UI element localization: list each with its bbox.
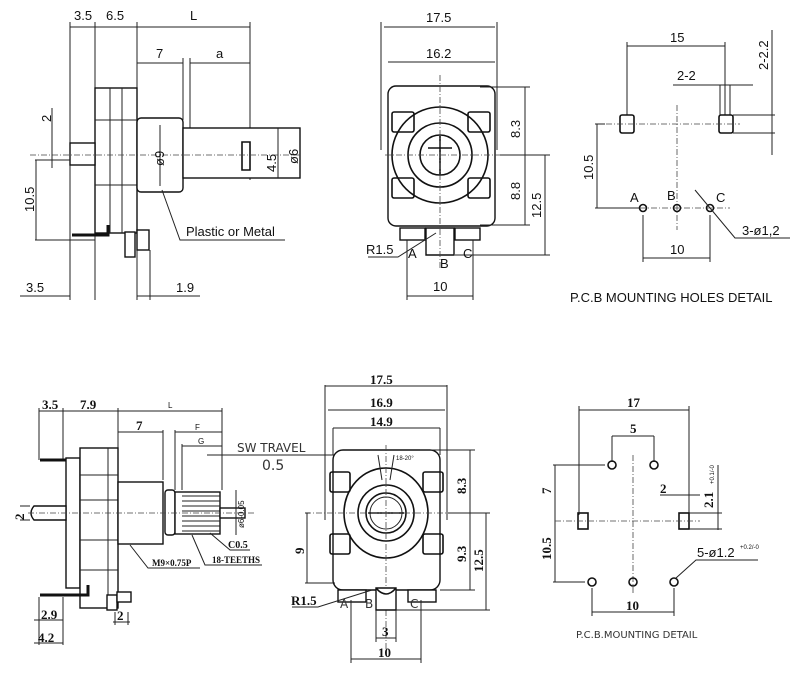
hole-spec: 3-ø1,2 bbox=[742, 223, 780, 238]
dim-label: 12.5 bbox=[529, 193, 544, 218]
pin-label-a: A bbox=[408, 246, 417, 261]
dim-label: 10.5 bbox=[581, 155, 596, 180]
pin-label-a: A bbox=[340, 597, 349, 611]
dim-label: 2.1 bbox=[701, 492, 716, 508]
dim-label: 2 bbox=[39, 115, 54, 122]
dim-label: a bbox=[216, 46, 224, 61]
dim-label: 7.9 bbox=[80, 397, 97, 412]
dim-label: 10.5 bbox=[539, 537, 554, 560]
dim-label: 7 bbox=[156, 46, 163, 61]
pin-label-b: B bbox=[440, 256, 449, 271]
detail-caption: P.C.B MOUNTING HOLES DETAIL bbox=[570, 290, 773, 305]
dim-label: 6.5 bbox=[106, 8, 124, 23]
dim-label: 10 bbox=[378, 645, 391, 660]
thread-label: M9×0.75P bbox=[152, 558, 192, 568]
dim-label: 9.3 bbox=[454, 545, 469, 562]
angle-label: 18-20° bbox=[396, 456, 414, 462]
dim-label: 17.5 bbox=[370, 372, 393, 387]
dim-label: 3.5 bbox=[74, 8, 92, 23]
tolerance-label: +0.2/-0 bbox=[740, 545, 760, 551]
material-note: Plastic or Metal bbox=[186, 224, 275, 239]
pin-label-b: B bbox=[667, 188, 676, 203]
dim-label: 9 bbox=[292, 547, 307, 554]
dim-label: 2 bbox=[117, 608, 124, 623]
dim-label: 2 bbox=[12, 514, 27, 521]
dim-label: 10 bbox=[433, 279, 447, 294]
pin-label-c: C bbox=[463, 246, 472, 261]
sw-travel-label: SW TRAVEL bbox=[237, 441, 306, 455]
dim-label: 10 bbox=[626, 598, 639, 613]
dim-label: 3 bbox=[382, 624, 389, 639]
pin-label-b: B bbox=[365, 597, 373, 611]
shaft-diameter: ø6-0.05 bbox=[237, 500, 246, 528]
dim-label: F bbox=[195, 423, 200, 432]
top-pcb-holes-detail: 15 2-2 2-2.2 10.5 A B C 3-ø1,2 10 P.C.B … bbox=[570, 30, 790, 305]
teeth-label: 18-TEETHS bbox=[212, 555, 260, 565]
radius-label: R1.5 bbox=[291, 593, 317, 608]
knurl-teeth bbox=[182, 495, 220, 532]
dim-label: 1.9 bbox=[176, 280, 194, 295]
bottom-front-view: 17.5 16.9 14.9 18-20° 9 8.3 9.3 12.5 R1.… bbox=[291, 372, 490, 663]
dim-label: 10.5 bbox=[22, 187, 37, 212]
dim-label: 17 bbox=[627, 395, 641, 410]
dim-label: 16.9 bbox=[370, 395, 393, 410]
tolerance-label: +0.1/-0 bbox=[710, 464, 716, 484]
detail-caption: P.C.B.MOUNTING DETAIL bbox=[576, 630, 698, 641]
dim-label: ø9 bbox=[152, 151, 167, 166]
dim-label: 4.2 bbox=[38, 630, 54, 645]
bottom-pcb-mounting-detail: 17 5 7 2 2.1 +0.1/-0 10.5 5-ø1.2 +0.2/-0… bbox=[539, 395, 760, 641]
dim-label: 15 bbox=[670, 30, 684, 45]
pin-label-a: A bbox=[630, 190, 639, 205]
dim-label: 2 bbox=[660, 481, 667, 496]
dim-label: 10 bbox=[670, 242, 684, 257]
dim-label: 12.5 bbox=[471, 549, 486, 572]
bottom-side-view: 3.5 7.9 L 7 F G SW TRAVEL 0.5 2 ø6-0.05 … bbox=[12, 397, 340, 645]
dim-label: 16.2 bbox=[426, 46, 451, 61]
dim-label: 8.8 bbox=[508, 182, 523, 200]
dim-label: L bbox=[190, 8, 197, 23]
pin-label-c: C bbox=[410, 597, 418, 611]
top-side-view: 3.5 6.5 L 7 a 2 10.5 ø9 4.5 ø6 Plastic o… bbox=[20, 8, 301, 300]
hole-spec: 5-ø1.2 bbox=[697, 545, 735, 560]
dim-label: 2-2.2 bbox=[756, 40, 771, 70]
dim-label: 3.5 bbox=[42, 397, 59, 412]
dim-label: 2-2 bbox=[677, 68, 696, 83]
dim-label: 4.5 bbox=[264, 154, 279, 172]
dim-label: 5 bbox=[630, 421, 637, 436]
dim-label: 2.9 bbox=[41, 607, 58, 622]
radius-label: R1.5 bbox=[366, 242, 393, 257]
dim-label: G bbox=[198, 437, 204, 446]
chamfer-label: C0.5 bbox=[228, 540, 248, 551]
dim-label: 7 bbox=[136, 418, 143, 433]
pin-label-c: C bbox=[716, 190, 725, 205]
top-front-view: 17.5 16.2 8.3 8.8 12.5 R1.5 A B C 10 bbox=[366, 10, 550, 300]
dim-label: 8.3 bbox=[454, 477, 469, 494]
dim-label: 3.5 bbox=[26, 280, 44, 295]
dim-label: 8.3 bbox=[508, 120, 523, 138]
dim-label: L bbox=[168, 401, 173, 410]
dim-label: ø6 bbox=[286, 149, 301, 164]
dim-label: 14.9 bbox=[370, 414, 393, 429]
dim-label: 7 bbox=[539, 487, 554, 494]
dim-label: 17.5 bbox=[426, 10, 451, 25]
sw-travel-value: 0.5 bbox=[262, 458, 284, 474]
